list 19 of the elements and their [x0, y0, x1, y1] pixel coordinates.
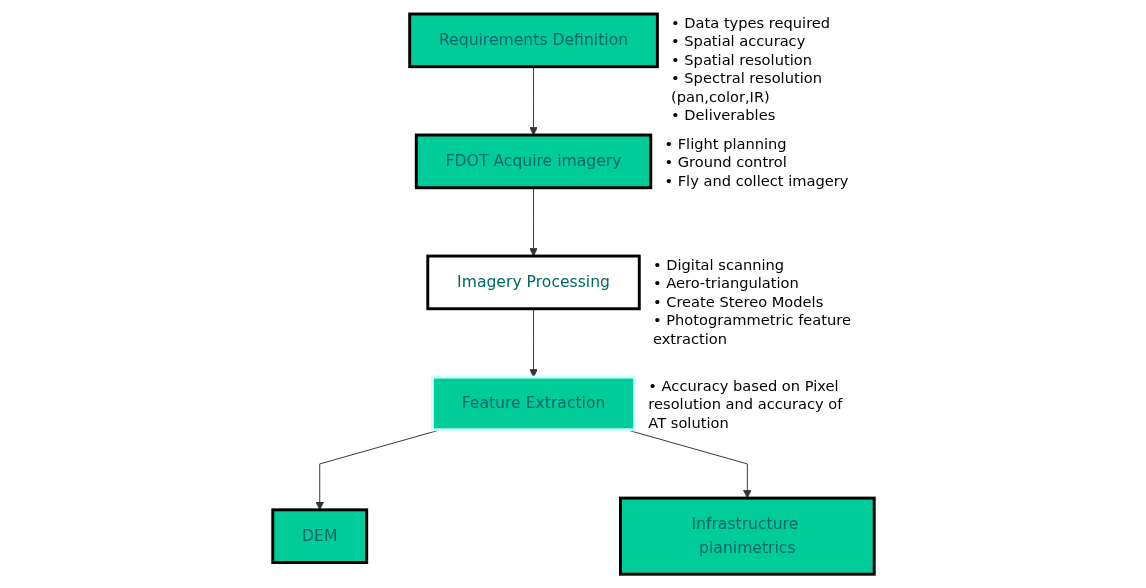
bullet-text: • Ground control	[663, 153, 787, 171]
node-box: FDOT Acquire imagery	[414, 133, 652, 190]
bullet-text: • Spatial accuracy	[670, 32, 805, 50]
bullet-text: • Aero-triangulation	[652, 274, 799, 292]
bullet-text: • Data types required	[670, 13, 830, 31]
bullet-text: • Flight planning	[663, 134, 787, 152]
bullet-text: • Deliverables	[670, 106, 775, 124]
bullet-text: • Digital scanning	[652, 255, 784, 273]
node-box: DEM	[270, 508, 368, 564]
bullet-text: • Spatial resolution	[670, 50, 812, 68]
node-box: Infrastructure planimetrics	[618, 496, 876, 576]
node-box: Requirements Definition	[407, 12, 659, 69]
node-box: Feature Extraction	[430, 375, 636, 432]
bullet-text: • Create Stereo Models	[652, 292, 823, 310]
bullet-text: • Accuracy based on Pixel resolution and accuracy of AT solution	[647, 376, 842, 431]
bullet-text: • Photogrammetric feature extraction	[652, 311, 851, 347]
bullet-text: • Spectral resolution (pan,color,IR)	[670, 69, 822, 105]
bullet-text: • Fly and collect imagery	[663, 171, 848, 189]
node-box: Imagery Processing	[425, 254, 641, 311]
